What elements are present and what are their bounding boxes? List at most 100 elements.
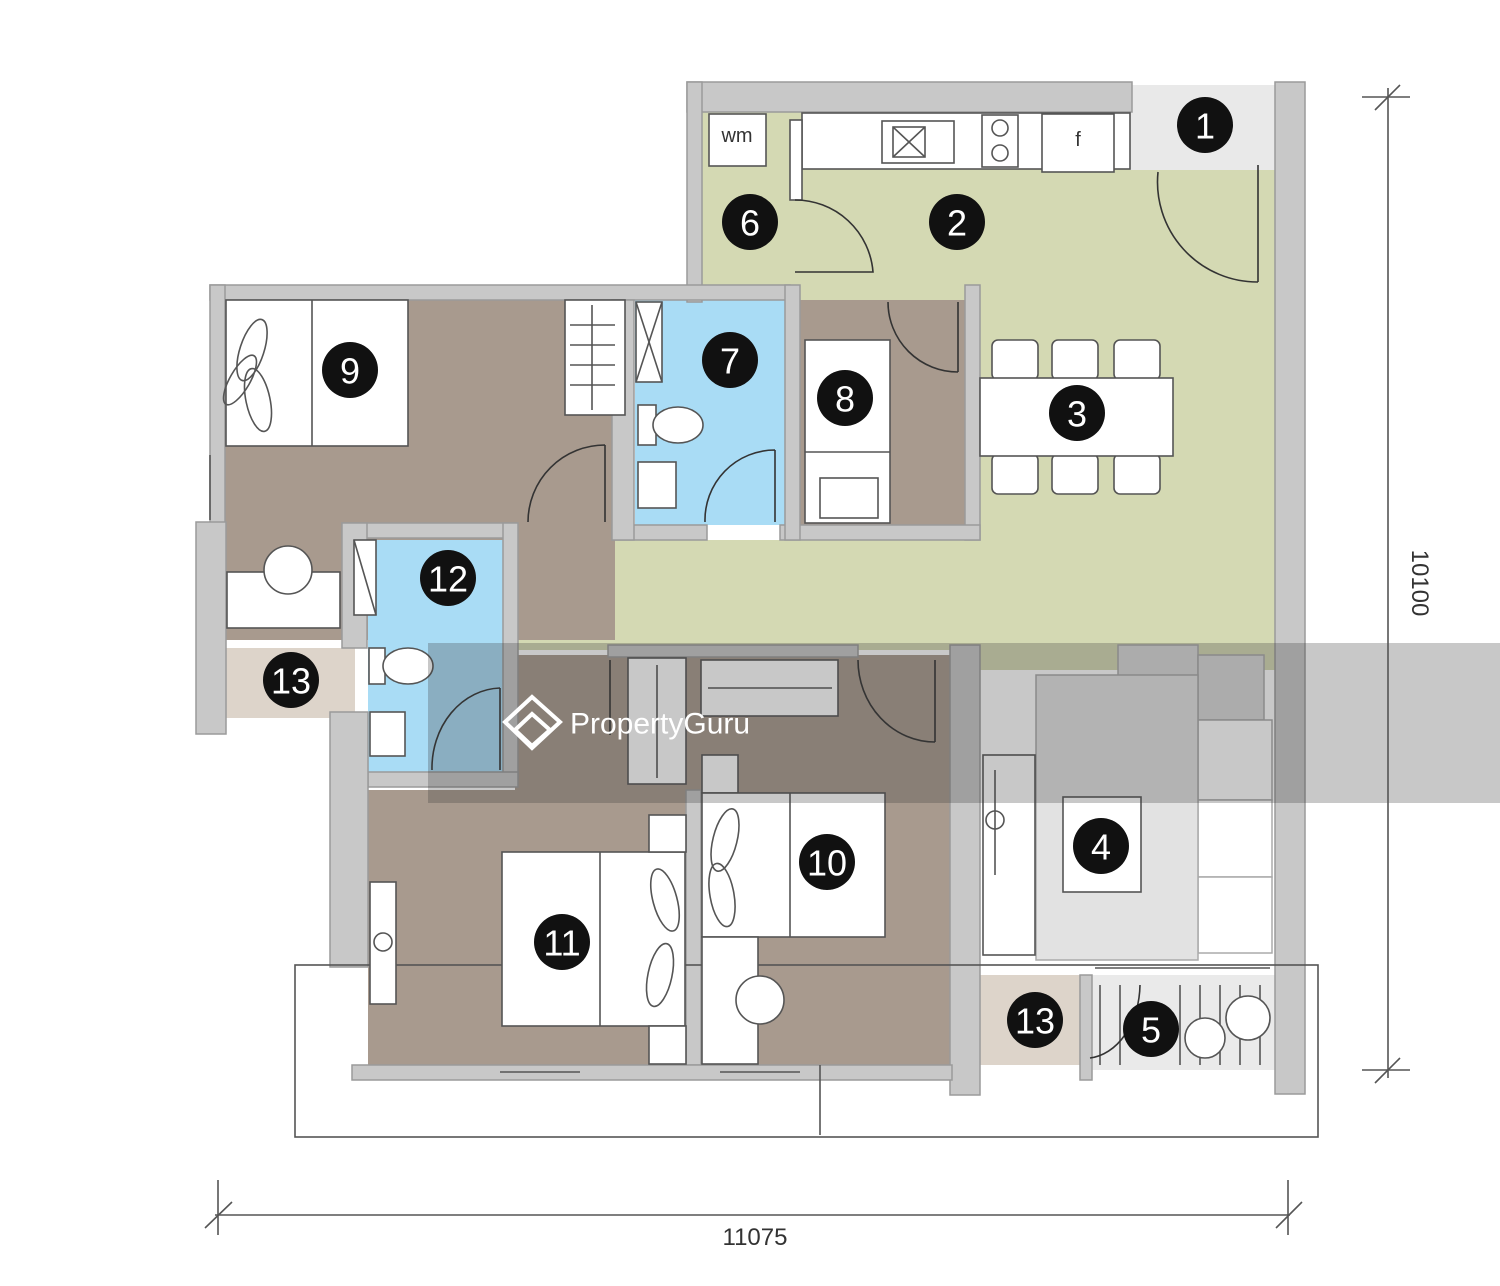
svg-text:13: 13 — [271, 661, 311, 702]
wall-bedroom-11-left — [329, 711, 369, 968]
svg-text:1: 1 — [1195, 106, 1215, 147]
wall-bath-7-right — [784, 284, 801, 541]
corridor-wardrobes — [627, 657, 839, 794]
svg-text:3: 3 — [1067, 394, 1087, 435]
washing-machine-label: wm — [720, 125, 752, 147]
svg-text:8: 8 — [835, 379, 855, 420]
wall-left-bedroom-9 — [209, 284, 226, 526]
room-badge-6: 6 — [722, 194, 778, 250]
watermark: PropertyGuru — [428, 643, 1500, 803]
toilet-7-bowl — [652, 406, 704, 444]
balcony-furniture — [1095, 967, 1271, 1065]
kitchen: wm f — [708, 112, 1131, 201]
kitchen-pillar — [789, 119, 803, 201]
svg-text:13: 13 — [1015, 1001, 1055, 1042]
bed-11-pillow-1 — [649, 868, 681, 932]
cooker-hob — [981, 114, 1019, 168]
svg-text:6: 6 — [740, 203, 760, 244]
bed-10 — [701, 792, 886, 938]
fridge-label: f — [1075, 129, 1081, 151]
balcony-chair-2 — [1184, 1017, 1226, 1059]
wall-bedroom-8-bottom — [779, 524, 981, 541]
sink-cross-b — [892, 126, 926, 158]
toilet-12-bowl — [382, 647, 434, 685]
bed-11-pillow-2 — [645, 942, 675, 1008]
shower-7-cross-b — [635, 301, 663, 383]
wall-yard-divider — [1079, 974, 1093, 1081]
wall-left-yard — [195, 521, 227, 735]
svg-text:12: 12 — [428, 559, 468, 600]
shower-12-cross — [353, 539, 377, 616]
nightstand-11-top — [648, 814, 687, 853]
watermark-logo-icon — [502, 694, 563, 751]
svg-text:4: 4 — [1091, 827, 1111, 868]
dimension-width-slash-right — [1275, 1201, 1303, 1229]
wall-corridor-top — [607, 644, 859, 658]
door-9 — [527, 444, 606, 523]
tv-console — [982, 754, 1036, 956]
bed-8-pillow — [819, 477, 879, 519]
dimension-height: 10100 — [1362, 84, 1433, 1084]
room-badges: 1 2 3 4 5 6 7 8 9 10 11 12 13 13 — [263, 97, 1233, 1057]
wall-bedroom-8-right — [964, 284, 981, 541]
wall-top-bedroom-9 — [209, 284, 791, 301]
sofa-seat-2 — [1197, 799, 1273, 878]
door-8 — [887, 301, 959, 373]
room-badge-2: 2 — [929, 194, 985, 250]
room-badge-11: 11 — [534, 914, 590, 970]
door-12 — [431, 687, 501, 771]
wardrobe-9 — [564, 299, 626, 416]
room-badge-1: 1 — [1177, 97, 1233, 153]
dimension-width-label: 11075 — [723, 1224, 788, 1251]
wall-bedroom-divider — [685, 789, 702, 1066]
room-badge-3: 3 — [1049, 385, 1105, 441]
hob-burner-1 — [991, 119, 1009, 137]
sofa-seat-3 — [1197, 876, 1273, 954]
bed-10-pillow-1 — [710, 808, 740, 872]
basin-7 — [637, 461, 677, 509]
wall-top — [686, 81, 1133, 113]
tv-11-knob — [373, 932, 393, 952]
dimension-height-label: 10100 — [1406, 550, 1433, 617]
svg-text:11: 11 — [543, 923, 580, 964]
bedroom-9-furniture — [209, 299, 626, 629]
wall-bath-12-top — [341, 522, 518, 539]
walls — [195, 81, 1319, 1138]
bed-9-pillow-1 — [236, 318, 268, 382]
dining-chair-4 — [991, 453, 1039, 495]
watermark-band — [428, 643, 1500, 803]
door-entry — [1156, 165, 1259, 283]
door-10 — [857, 659, 936, 743]
dining-chair-2 — [1051, 339, 1099, 381]
chair-9 — [263, 545, 313, 595]
svg-text:9: 9 — [340, 351, 360, 392]
wall-bedrooms-bottom — [351, 1064, 953, 1081]
door-6 — [794, 199, 874, 273]
room-badge-7: 7 — [702, 332, 758, 388]
door-7 — [704, 449, 776, 523]
room-badge-9: 9 — [322, 342, 378, 398]
hob-burner-2 — [991, 144, 1009, 162]
wall-right — [1274, 81, 1306, 1095]
chair-10 — [735, 975, 785, 1025]
wall-kitchen-left — [686, 81, 703, 303]
fridge — [1041, 113, 1115, 173]
dining-chair-5 — [1051, 453, 1099, 495]
bed-10-pillow-2 — [708, 862, 736, 928]
room-badge-12: 12 — [420, 550, 476, 606]
bedroom-8-furniture — [804, 339, 891, 524]
svg-text:10: 10 — [807, 843, 847, 884]
watermark-text: PropertyGuru — [570, 708, 750, 741]
room-badge-13-left: 13 — [263, 652, 319, 708]
dining-chair-1 — [991, 339, 1039, 381]
basin-12 — [369, 711, 406, 757]
bath-12-fixtures — [353, 539, 434, 757]
dimension-height-slash-top — [1374, 84, 1401, 111]
room-badge-13-right: 13 — [1007, 992, 1063, 1048]
dimension-height-slash-bottom — [1374, 1057, 1401, 1084]
room-badge-8: 8 — [817, 370, 873, 426]
tv-knob — [985, 810, 1005, 830]
wall-living-divider — [949, 644, 981, 1096]
svg-text:2: 2 — [947, 203, 967, 244]
